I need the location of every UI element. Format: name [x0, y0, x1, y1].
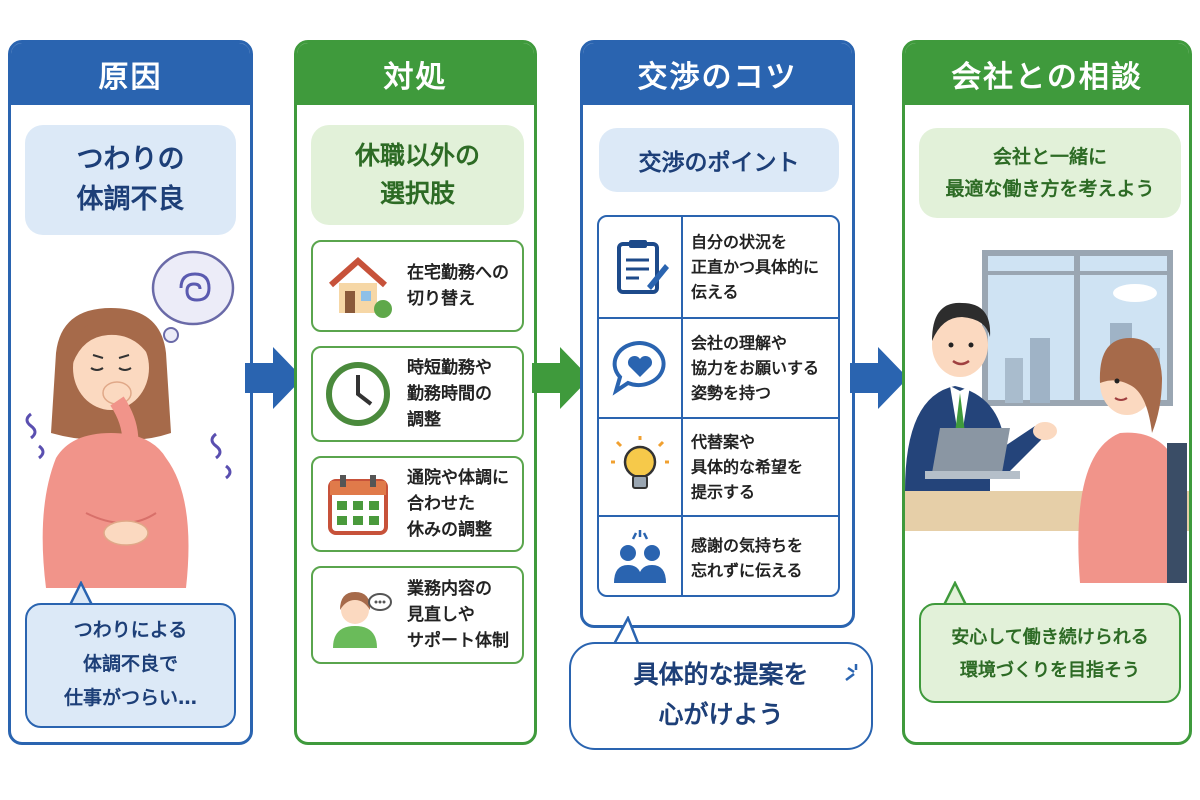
option-label: 通院や体調に 合わせた 休みの調整: [407, 468, 509, 540]
lightbulb-icon: [611, 436, 669, 489]
speech-bubble-tail: [610, 616, 642, 648]
flow-arrow-icon: [850, 347, 908, 409]
negotiation-bubble: [569, 642, 873, 750]
option-card: 在宅勤務への 切り替え: [311, 240, 524, 332]
people-icon: [614, 530, 666, 583]
sparkle-icon: [845, 664, 858, 681]
panel-header: 原因: [11, 43, 250, 105]
option-label: 在宅勤務への 切り替え: [407, 263, 509, 309]
cause-bubble: [25, 603, 236, 728]
tip-label: 自分の状況を 正直かつ具体的に 伝える: [691, 232, 820, 302]
panel-header: 交渉のコツ: [583, 43, 852, 105]
tip-row: 会社の理解や 協力をお願いする 姿勢を持つ: [599, 319, 838, 417]
consultation-bubble-text: 安心して働き続けられる 環境づくりを目指そう: [951, 627, 1149, 681]
pregnant-woman-illustration: [25, 250, 235, 588]
heart-bubble-icon: [612, 340, 666, 396]
option-label: 業務内容の 見直しや サポート体制: [407, 579, 509, 651]
option-label: 時短勤務や 勤務時間の 調整: [407, 358, 492, 430]
consultation-bubble: [919, 603, 1181, 703]
option-card: 業務内容の 見直しや サポート体制: [311, 566, 524, 664]
tip-row: 自分の状況を 正直かつ具体的に 伝える: [599, 217, 838, 317]
tips-table: 自分の状況を 正直かつ具体的に 伝える 会社の理解や 協力をお願いする 姿勢を持…: [597, 215, 840, 597]
person-chat-icon: [333, 592, 392, 648]
panel-header: 対処: [297, 43, 534, 105]
tips-divider: [599, 515, 838, 517]
tip-label: 感謝の気持ちを 忘れずに伝える: [691, 536, 804, 580]
panel-negotiation: 交渉のコツ 交渉のポイント 自分の状況を 正直かつ具体的に 伝える 会社の理解や…: [580, 40, 855, 628]
tips-divider: [681, 217, 683, 595]
action-title: 休職以外の 選択肢: [311, 125, 524, 225]
cause-bubble-text: つわりによる 体調不良で 仕事がつらい…: [63, 619, 197, 709]
consultation-illustration: [905, 250, 1189, 583]
calendar-icon: [328, 475, 388, 535]
consultation-title: 会社と一緒に 最適な働き方を考えよう: [919, 128, 1181, 218]
clipboard-icon: [617, 240, 669, 294]
flow-arrow-icon: [532, 347, 590, 409]
flow-arrow-icon: [245, 347, 303, 409]
panel-cause: 原因 つわりの 体調不良 つわりによる 体調不良で 仕事がつらい…: [8, 40, 253, 745]
option-card: 通院や体調に 合わせた 休みの調整: [311, 456, 524, 552]
tips-divider: [599, 317, 838, 319]
panel-consultation: 会社との相談 会社と一緒に 最適な働き方を考えよう 安心し: [902, 40, 1192, 745]
negotiation-title: 交渉のポイント: [599, 128, 839, 192]
panel-action: 対処 休職以外の 選択肢 在宅勤務への 切り替え 時短勤務や 勤務時間の 調整 …: [294, 40, 537, 745]
panel-header: 会社との相談: [905, 43, 1189, 105]
house-icon: [329, 256, 392, 318]
tips-divider: [599, 417, 838, 419]
negotiation-bubble-text: 具体的な提案を 心がけよう: [633, 660, 809, 729]
tip-row: 感謝の気持ちを 忘れずに伝える: [599, 517, 838, 595]
tip-label: 会社の理解や 協力をお願いする 姿勢を持つ: [691, 333, 820, 403]
tip-label: 代替案や 具体的な希望を 提示する: [691, 432, 804, 502]
option-card: 時短勤務や 勤務時間の 調整: [311, 346, 524, 442]
cause-title: つわりの 体調不良: [25, 125, 236, 235]
clock-icon: [326, 362, 390, 426]
tip-row: 代替案や 具体的な希望を 提示する: [599, 419, 838, 515]
